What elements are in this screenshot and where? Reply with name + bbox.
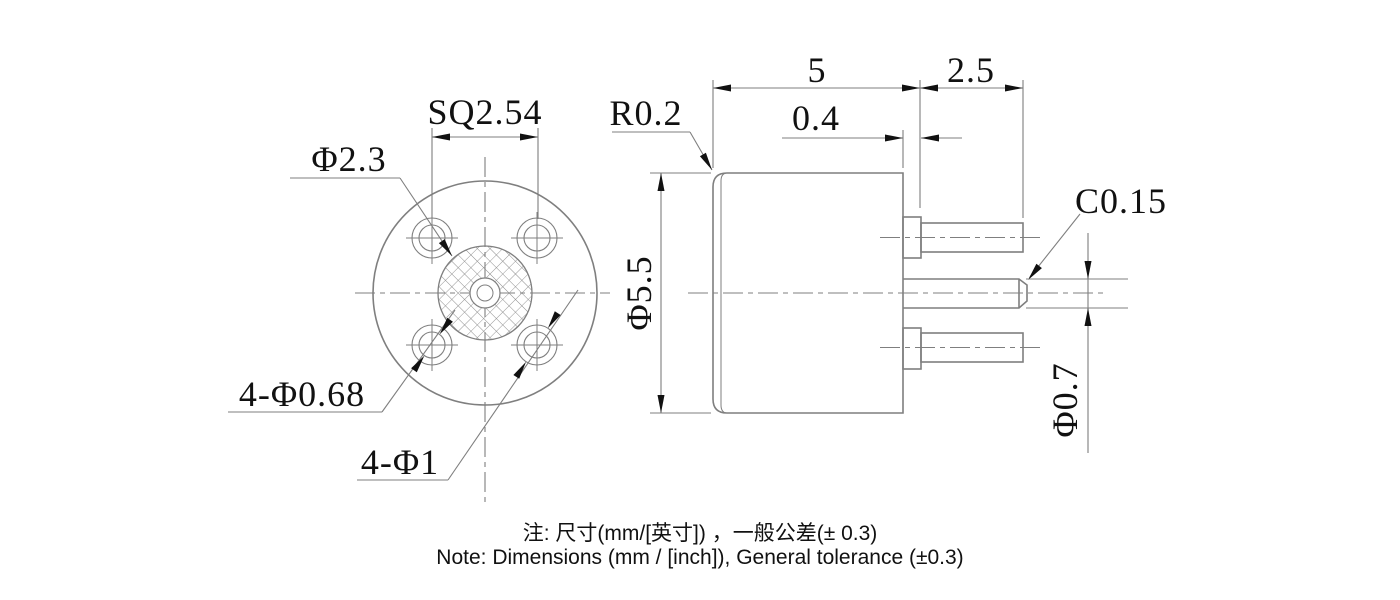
dim-pin-chamfer: C0.15 (1028, 181, 1167, 280)
center-pin (903, 278, 1028, 309)
dim-pin-length-text: 2.5 (947, 50, 995, 90)
front-body-circle (372, 180, 598, 406)
dim-body-diameter: Φ5.5 (619, 172, 711, 414)
dim-corner-radius: R0.2 (609, 93, 713, 171)
dim-pin-hole-small: 4-Φ0.68 (228, 309, 456, 414)
side-view-centerlines (688, 236, 1108, 349)
dim-step-length: 0.4 (782, 98, 962, 168)
center-pin-hole-inner (476, 284, 494, 302)
notes: 注: 尺寸(mm/[英寸]) ，一般公差(± 0.3) Note: Dimens… (436, 522, 963, 569)
note-line-en: Note: Dimensions (mm / [inch]), General … (436, 546, 963, 569)
dim-corner-radius-text: R0.2 (609, 93, 682, 133)
front-view: SQ2.54 Φ2.3 4-Φ0.68 4-Φ1 (228, 92, 610, 502)
note-line-zh: 注: 尺寸(mm/[英寸]) ，一般公差(± 0.3) (523, 522, 878, 545)
dim-body-length-text: 5 (808, 50, 827, 90)
pin-holes (406, 212, 563, 371)
dim-pin-diameter: Φ0.7 (1026, 233, 1128, 453)
dim-body-length: 5 (712, 50, 921, 208)
dim-square-pitch-text: SQ2.54 (427, 92, 542, 132)
front-view-centerlines (355, 157, 610, 502)
dim-pin-hole-large-text: 4-Φ1 (361, 442, 439, 482)
dim-core-diameter: Φ2.3 (290, 139, 453, 257)
dim-pin-hole-large: 4-Φ1 (357, 289, 579, 482)
dim-pin-length: 2.5 (920, 50, 1024, 218)
top-pin (902, 216, 1024, 259)
body-rim-line (720, 172, 727, 414)
dim-pin-diameter-text: Φ0.7 (1045, 362, 1085, 437)
dim-body-diameter-text: Φ5.5 (619, 255, 659, 330)
side-view: 5 2.5 0.4 R0.2 (609, 50, 1167, 453)
center-pin-hole-outer (469, 277, 501, 309)
dim-square-pitch: SQ2.54 (427, 92, 542, 219)
bottom-pin (902, 327, 1024, 370)
dim-core-diameter-text: Φ2.3 (311, 139, 386, 179)
dim-pin-chamfer-text: C0.15 (1075, 181, 1167, 221)
dim-pin-hole-small-text: 4-Φ0.68 (239, 374, 365, 414)
dim-step-length-text: 0.4 (792, 98, 840, 138)
body-outline (712, 172, 904, 414)
